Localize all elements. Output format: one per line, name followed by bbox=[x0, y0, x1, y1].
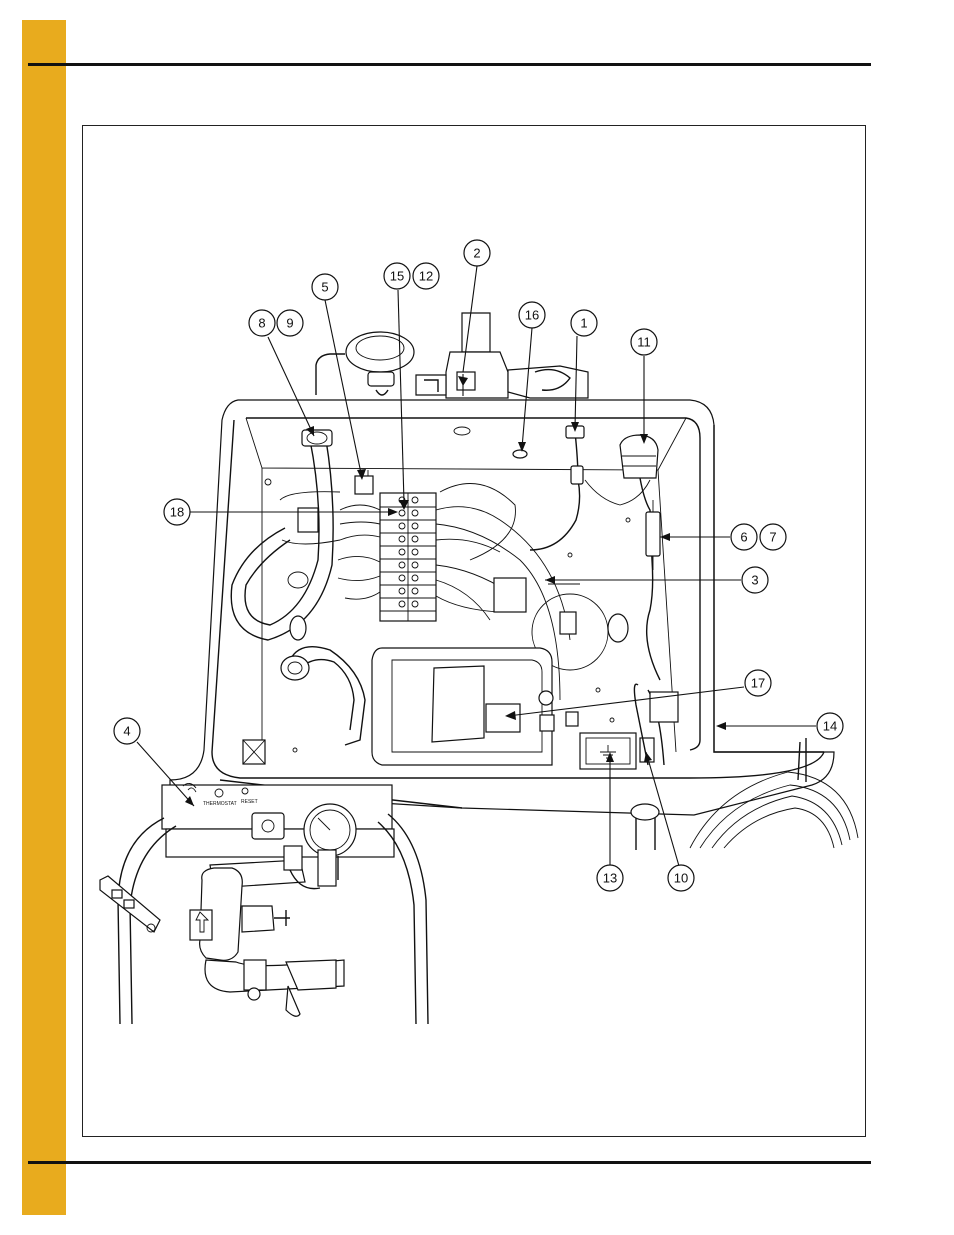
callout-15: 15 bbox=[383, 262, 411, 290]
svg-text:15: 15 bbox=[390, 269, 404, 284]
callout-4: 4 bbox=[113, 717, 141, 745]
callout-18: 18 bbox=[163, 498, 191, 526]
svg-text:5: 5 bbox=[321, 280, 328, 295]
arrowheads bbox=[185, 376, 726, 806]
callout-9: 9 bbox=[276, 309, 304, 337]
footer-rule bbox=[28, 1161, 871, 1164]
svg-text:11: 11 bbox=[637, 335, 651, 350]
svg-text:4: 4 bbox=[123, 724, 130, 739]
svg-text:7: 7 bbox=[769, 530, 776, 545]
svg-text:1: 1 bbox=[580, 316, 587, 331]
svg-text:17: 17 bbox=[751, 676, 765, 691]
svg-text:14: 14 bbox=[823, 719, 837, 734]
svg-text:2: 2 bbox=[473, 246, 480, 261]
callout-12: 12 bbox=[412, 262, 440, 290]
wiring-harness bbox=[230, 425, 859, 850]
terminal-rows bbox=[380, 493, 436, 621]
svg-text:10: 10 bbox=[674, 871, 688, 886]
svg-text:6: 6 bbox=[740, 530, 747, 545]
top-valve-assembly bbox=[315, 312, 589, 399]
callout-1: 1 bbox=[570, 309, 598, 337]
burner-stand: THERMOSTAT RESET bbox=[99, 783, 429, 1025]
callout-8: 8 bbox=[248, 309, 276, 337]
callout-5: 5 bbox=[311, 273, 339, 301]
svg-text:16: 16 bbox=[525, 308, 539, 323]
callout-11: 11 bbox=[630, 328, 658, 356]
callout-3: 3 bbox=[741, 566, 769, 594]
svg-text:9: 9 bbox=[286, 316, 293, 331]
callout-16: 16 bbox=[518, 301, 546, 329]
callout-13: 13 bbox=[596, 864, 624, 892]
reset-label: RESET bbox=[241, 799, 258, 805]
callout-6: 6 bbox=[730, 523, 758, 551]
callout-17: 17 bbox=[744, 669, 772, 697]
callout-10: 10 bbox=[667, 864, 695, 892]
svg-text:18: 18 bbox=[170, 505, 184, 520]
thermostat-label: THERMOSTAT bbox=[203, 801, 237, 807]
svg-text:3: 3 bbox=[751, 573, 758, 588]
callout-7: 7 bbox=[759, 523, 787, 551]
callout-14: 14 bbox=[816, 712, 844, 740]
svg-text:12: 12 bbox=[419, 269, 433, 284]
svg-text:8: 8 bbox=[258, 316, 265, 331]
figure-frame bbox=[82, 125, 866, 1137]
svg-text:13: 13 bbox=[603, 871, 617, 886]
side-accent-bar bbox=[22, 20, 66, 1215]
callout-2: 2 bbox=[463, 239, 491, 267]
header-rule bbox=[28, 63, 871, 66]
